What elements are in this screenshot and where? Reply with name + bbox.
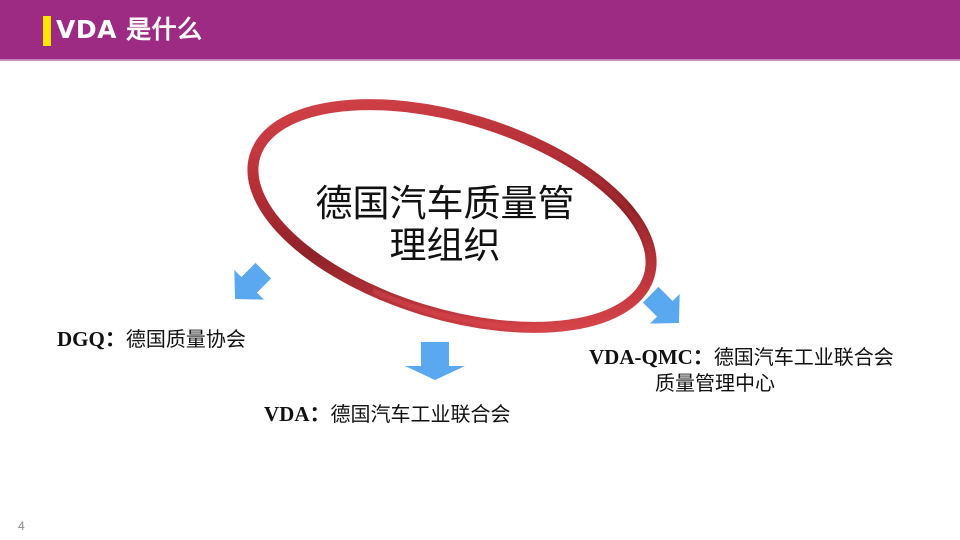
arrow-down-left-icon [234, 262, 272, 300]
title-accent-bar [43, 16, 51, 46]
red-ribbon-ring [247, 99, 657, 333]
branch-dgq: DGQ：德国质量协会 [57, 326, 246, 352]
branch-code: VDA： [264, 402, 331, 426]
center-concept: 德国汽车质量管 理组织 [300, 183, 590, 267]
slide-title: VDA 是什么 [56, 15, 203, 44]
branch-code: VDA-QMC： [589, 345, 714, 369]
arrow-down-right-icon [642, 286, 680, 324]
slide-header: VDA 是什么 [0, 0, 960, 61]
branch-text-line-2: 质量管理中心 [655, 371, 775, 395]
branch-text: 德国汽车工业联合会 [713, 345, 894, 369]
branch-text: 德国质量协会 [125, 327, 246, 351]
branch-code: DGQ： [57, 327, 126, 351]
branch-vda-qmc: VDA-QMC：德国汽车工业联合会 质量管理中心 [589, 344, 894, 396]
branch-vda: VDA：德国汽车工业联合会 [264, 401, 511, 427]
center-line-2: 理组织 [389, 224, 501, 267]
center-line-1: 德国汽车质量管 [315, 182, 575, 225]
arrow-down-icon [405, 342, 465, 380]
page-number: 4 [18, 519, 25, 533]
branch-text: 德国汽车工业联合会 [330, 402, 511, 426]
